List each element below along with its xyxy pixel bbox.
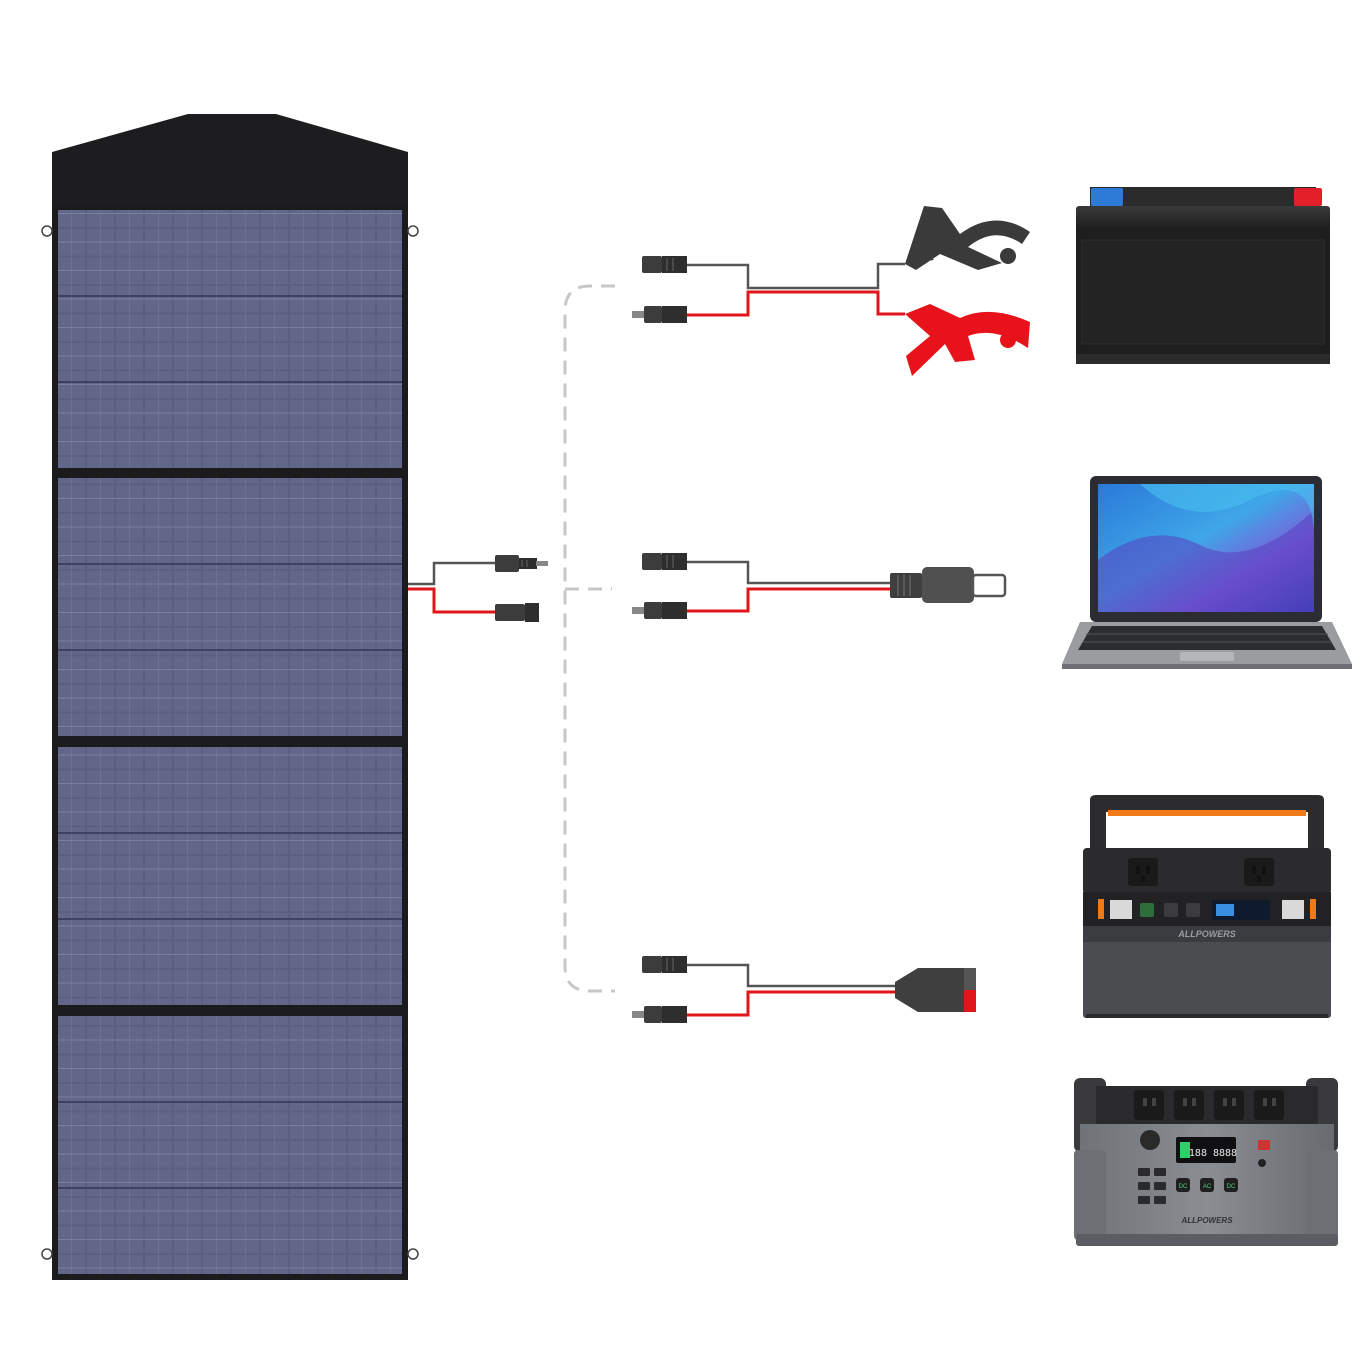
solar-panel-icon xyxy=(41,114,419,1280)
alligator-clip-adapter xyxy=(632,206,1030,376)
laptop-icon xyxy=(1062,476,1352,669)
mc4-connector-icon xyxy=(642,553,687,570)
ac-outlet-icon xyxy=(1128,858,1158,886)
alligator-clip-icon xyxy=(905,304,1030,376)
panel-fold-1 xyxy=(58,210,402,468)
power-station-icon: ALLPOWERS xyxy=(1083,795,1331,1018)
panel-fold-3 xyxy=(58,747,402,1005)
anderson-plug-icon xyxy=(895,968,976,1012)
station-handle xyxy=(1090,795,1324,856)
power-button-icon xyxy=(1140,1130,1160,1150)
dashed-link-lines xyxy=(563,284,615,993)
ac-button-label: AC xyxy=(1203,1184,1212,1190)
battery-negative-terminal xyxy=(1091,188,1123,206)
station-display-readout: 188 8888 xyxy=(1189,1148,1237,1159)
dc-plug-icon xyxy=(890,567,1007,603)
station-lcd xyxy=(1176,1137,1236,1163)
station-brand-label: ALLPOWERS xyxy=(1177,929,1236,939)
panel-output-cable xyxy=(408,555,548,622)
mc4-female-connector-icon xyxy=(495,603,539,622)
dc-plug-adapter xyxy=(632,553,1007,619)
laptop-keyboard xyxy=(1078,626,1336,650)
mc4-connector-icon xyxy=(642,956,687,973)
anderson-plug-adapter xyxy=(632,956,976,1023)
mc4-connector-icon xyxy=(642,256,687,273)
ac-outlet-icon xyxy=(1244,858,1274,886)
station-brand-label: ALLPOWERS xyxy=(1180,1216,1233,1225)
ac-outlet-row xyxy=(1134,1090,1284,1120)
car-battery-icon xyxy=(1076,187,1330,364)
panel-grommets xyxy=(41,225,419,1260)
mc4-male-connector-icon xyxy=(495,555,548,572)
alligator-clip-icon xyxy=(905,206,1030,270)
dc-button-label: DC xyxy=(1227,1184,1236,1190)
power-station-icon: 188 8888 DC AC DC ALLPOWERS xyxy=(1074,1078,1338,1246)
mc4-connector-icon xyxy=(632,306,687,323)
mc4-connector-icon xyxy=(632,1006,687,1023)
panel-handle-flap xyxy=(52,114,408,208)
mc4-connector-icon xyxy=(632,602,687,619)
dc-button-label: DC xyxy=(1179,1184,1188,1190)
battery-positive-terminal xyxy=(1294,188,1322,206)
panel-fold-2 xyxy=(58,478,402,736)
panel-fold-4 xyxy=(58,1016,402,1274)
station-control-buttons: DC AC DC xyxy=(1176,1178,1238,1192)
